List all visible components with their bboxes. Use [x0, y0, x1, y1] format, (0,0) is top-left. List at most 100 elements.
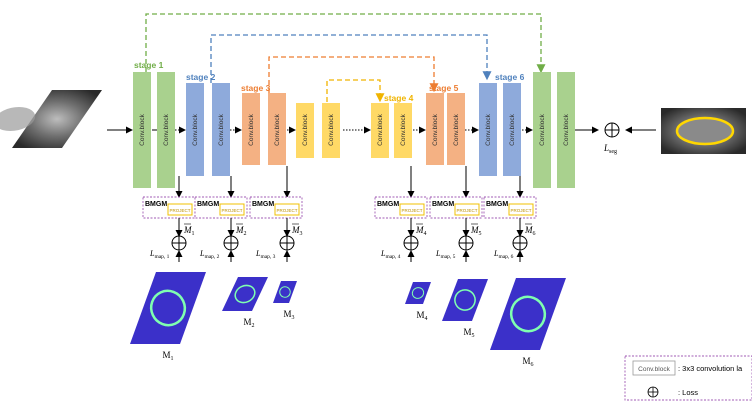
- conv-block-4a: [371, 103, 389, 158]
- conv-block-label: Conv.block: [400, 113, 407, 145]
- skip-connection-blue: [210, 34, 492, 83]
- project-box: [219, 203, 245, 216]
- project-box: [167, 203, 193, 216]
- project-label: PROJECT: [276, 208, 297, 213]
- boundary-contour: [149, 289, 187, 327]
- input-ct-image: [0, 90, 102, 148]
- conv-block-label: Conv.block: [485, 113, 492, 145]
- bmgm-label: BMGM: [252, 201, 274, 208]
- legend-block-text: Conv.block: [638, 366, 670, 373]
- map-label: M1: [162, 350, 173, 362]
- conv-block-1a: [133, 72, 151, 188]
- project-label: PROJECT: [510, 208, 531, 213]
- legend-loss-desc: : Loss: [678, 388, 698, 397]
- conv-block-4b: [394, 103, 412, 158]
- m-hat-label: M1: [183, 225, 195, 237]
- stage-2-label: stage 2: [186, 72, 216, 82]
- project-label: PROJECT: [456, 208, 477, 213]
- map-label: M4: [416, 310, 427, 322]
- boundary-map: [405, 282, 431, 304]
- map-loss-label: Lmap, 2: [199, 249, 220, 260]
- skip-connection-orange: [268, 56, 439, 93]
- conv-block-label: Conv.block: [509, 113, 516, 145]
- seg-loss-main: L: [603, 143, 609, 153]
- conv-block-2b: [212, 83, 230, 176]
- conv-block-labels: Conv.block Conv.block Conv.block Conv.bl…: [139, 113, 570, 145]
- boundary-map: [442, 279, 488, 321]
- conv-block-label: Conv.block: [453, 113, 460, 145]
- m-hat-label: M3: [291, 225, 303, 237]
- map-loss-label: Lmap, 3: [255, 249, 276, 260]
- boundary-contour: [509, 295, 547, 333]
- map-loss-label: Lmap, 5: [435, 249, 456, 260]
- conv-block-6a: [479, 83, 497, 176]
- bmgm-label: BMGM: [197, 201, 219, 208]
- legend: Conv.block : 3x3 convolution la : Loss: [624, 355, 752, 401]
- conv-block-label: Conv.block: [163, 113, 170, 145]
- bmgm-label: BMGM: [145, 201, 167, 208]
- project-label: PROJECT: [169, 208, 190, 213]
- stage-6-label: stage 6: [495, 72, 525, 82]
- conv-block-label: Conv.block: [539, 113, 546, 145]
- skip-connection-yellow: [326, 79, 385, 103]
- map-label: M2: [243, 317, 254, 329]
- map-loss-label: Lmap, 6: [493, 249, 514, 260]
- stage-3-label: stage 3: [241, 83, 271, 93]
- m-hat-label: M6: [524, 225, 536, 237]
- bmgm-label: BMGM: [377, 201, 399, 208]
- output-segmentation-image: [661, 108, 746, 154]
- boundary-contour: [454, 289, 476, 311]
- conv-block-label: Conv.block: [139, 113, 146, 145]
- conv-block-bottom-a: [296, 103, 314, 158]
- stage-1-label: stage 1: [134, 60, 164, 70]
- project-box: [454, 203, 480, 216]
- boundary-map: [273, 281, 297, 303]
- conv-block-label: Conv.block: [563, 113, 570, 145]
- conv-block-label: Conv.block: [192, 113, 199, 145]
- project-box: [508, 203, 534, 216]
- conv-block-label: Conv.block: [248, 113, 255, 145]
- map-loss-label: Lmap, 1: [149, 249, 170, 260]
- conv-block-1b: [157, 72, 175, 188]
- boundary-contour: [279, 286, 291, 298]
- conv-block-7a: [533, 72, 551, 188]
- boundary-contour: [234, 284, 256, 304]
- conv-block-5b: [447, 93, 465, 165]
- svg-text:Lseg: Lseg: [603, 143, 617, 155]
- conv-block-label: Conv.block: [218, 113, 225, 145]
- skip-connections: [145, 13, 546, 103]
- map-loss-label: Lmap, 4: [380, 249, 401, 260]
- legend-block-sample: [632, 360, 676, 376]
- segmentation-loss: Lseg: [603, 122, 620, 155]
- conv-block-label: Conv.block: [432, 113, 439, 145]
- stage-labels: stage 1 stage 2 stage 3 stage 4 stage 5 …: [134, 60, 525, 103]
- boundary-map: [490, 278, 566, 350]
- conv-block-2a: [186, 83, 204, 176]
- conv-block-3b: [268, 93, 286, 165]
- conv-block-label: Conv.block: [274, 113, 281, 145]
- conv-block-5a: [426, 93, 444, 165]
- seg-loss-sub: seg: [609, 149, 617, 155]
- m-hat-label: M5: [470, 225, 482, 237]
- stage-5-label: stage 5: [429, 83, 459, 93]
- stage-4-label: stage 4: [384, 93, 414, 103]
- bmgm-label: BMGM: [486, 201, 508, 208]
- map-label: M3: [283, 309, 294, 321]
- conv-block-label: Conv.block: [302, 113, 309, 145]
- project-label: PROJECT: [221, 208, 242, 213]
- boundary-contour: [411, 287, 425, 299]
- conv-block-label: Conv.block: [377, 113, 384, 145]
- conv-block-3a: [242, 93, 260, 165]
- project-box: [399, 203, 425, 216]
- conv-block-6b: [503, 83, 521, 176]
- conv-block-7b: [557, 72, 575, 188]
- m-hat-label: M4: [415, 225, 427, 237]
